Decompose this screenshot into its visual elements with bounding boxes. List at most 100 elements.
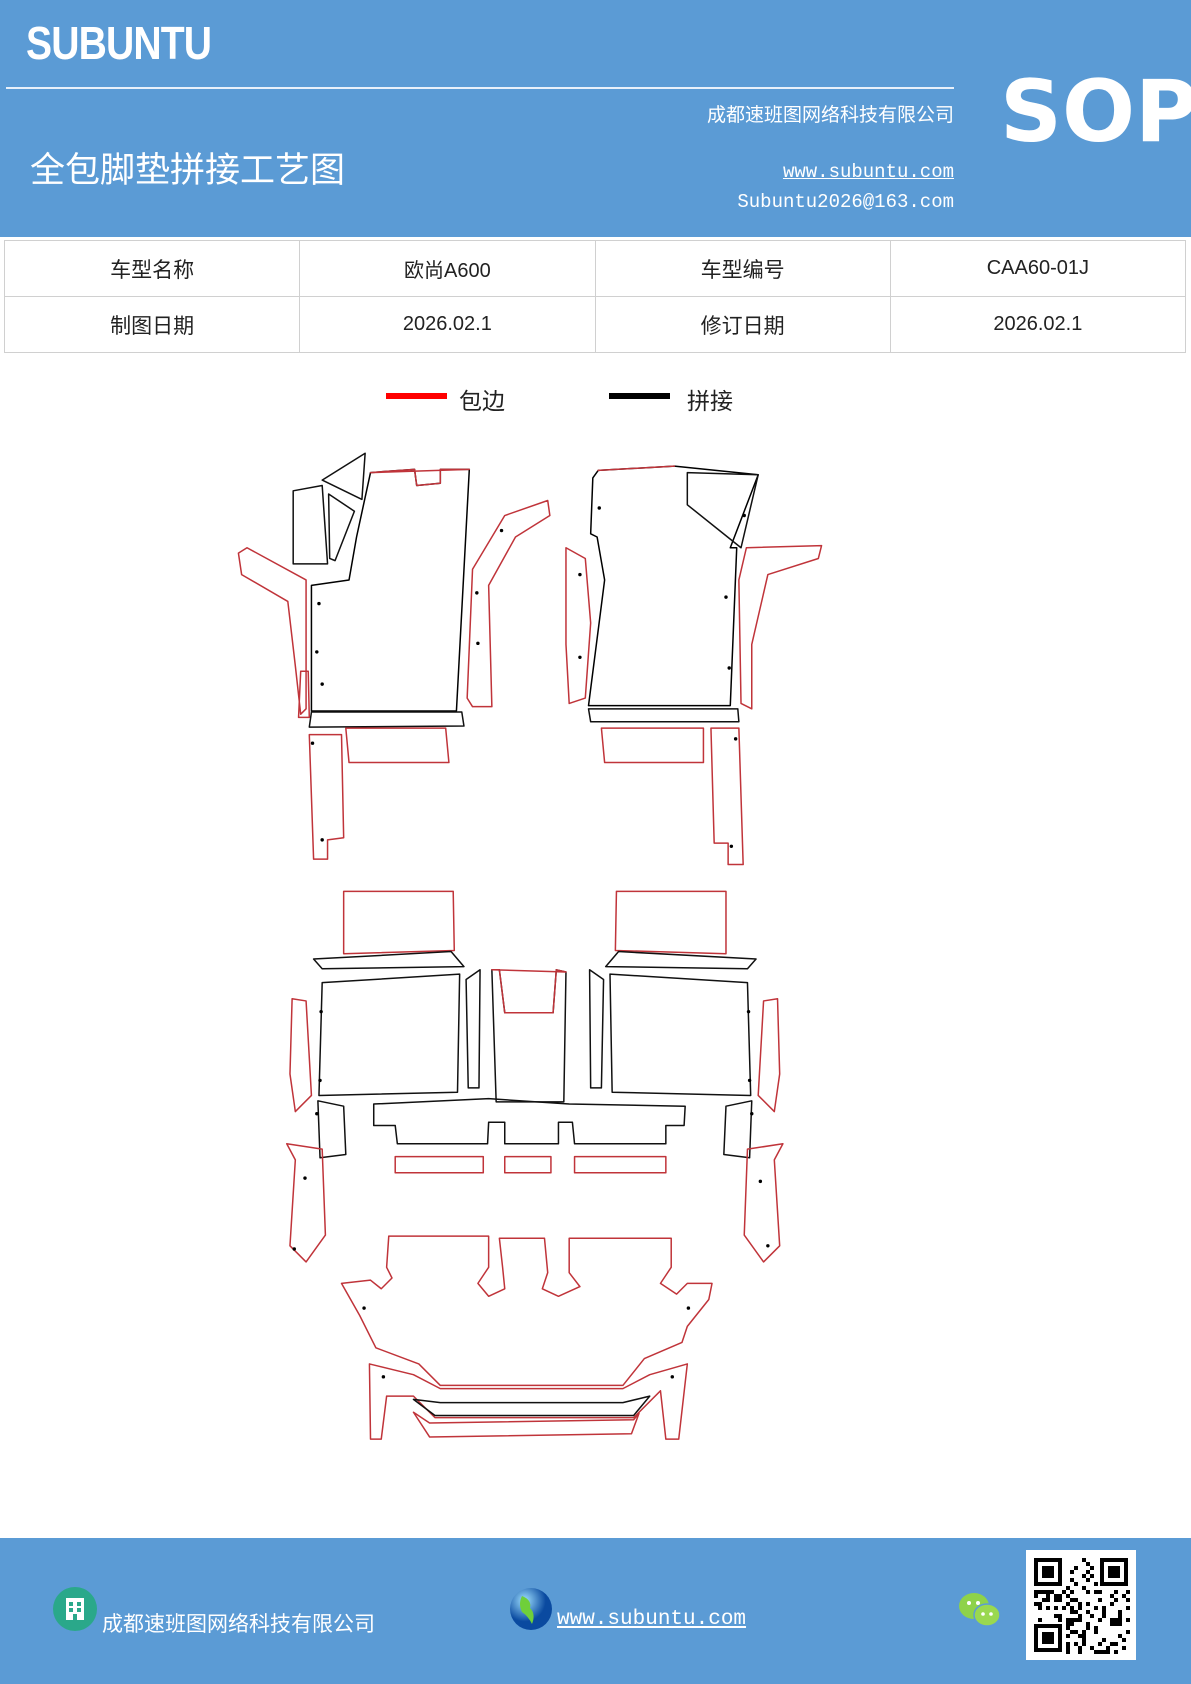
mark-dot [733, 737, 738, 741]
mat-second-center-band [372, 1097, 686, 1145]
mat-front-left-arc [466, 499, 551, 708]
mat-second-strip-1 [394, 1155, 485, 1174]
mat-front-left-small [297, 670, 311, 719]
header: SUBUNTU 成都速班图网络科技有限公司 全包脚垫拼接工艺图 www.subu… [0, 0, 1191, 237]
mat-front-left-panel [292, 484, 329, 565]
mark-dot [746, 1009, 751, 1014]
mat-second-right-lower [743, 1143, 784, 1263]
mat-second-right-side [757, 998, 781, 1113]
page-title: 全包脚垫拼接工艺图 [30, 151, 346, 191]
mark-dot [747, 1078, 752, 1083]
mat-second-right-band [604, 950, 757, 970]
building-icon [53, 1587, 97, 1631]
mark-dot [766, 1244, 770, 1248]
label-draw-date: 制图日期 [3, 296, 301, 353]
mat-front-right-side [738, 544, 823, 710]
sop-badge: SOP [1000, 62, 1191, 162]
mark-dot [670, 1375, 675, 1379]
mat-front-right-lower-strip [710, 727, 744, 866]
mat-front-right-main [587, 465, 759, 707]
mat-front-left-panel2 [327, 493, 356, 562]
footer-company: 成都速班图网络科技有限公司 [102, 1612, 375, 1636]
mark-dot [578, 655, 582, 660]
mat-third-row-main [340, 1235, 713, 1387]
mark-dot [315, 1111, 319, 1116]
mat-second-left-side [289, 998, 313, 1113]
header-company: 成都速班图网络科技有限公司 [706, 104, 954, 126]
value-draw-date: 2026.02.1 [299, 296, 596, 353]
header-website-link[interactable]: www.subuntu.com [782, 161, 954, 183]
mat-front-left-lower [345, 727, 450, 764]
header-email: Subuntu2026@163.com [737, 191, 954, 213]
mat-front-left-side [237, 546, 307, 715]
mat-second-left-thin [465, 969, 481, 1089]
logo: SUBUNTU [26, 17, 212, 69]
mark-dot [499, 528, 504, 533]
mark-dot [362, 1306, 366, 1310]
mark-dot [476, 641, 480, 646]
footer-website-link[interactable]: www.subuntu.com [557, 1608, 747, 1631]
qr-code [1026, 1550, 1136, 1660]
mat-front-left-main-edge [369, 468, 471, 487]
label-model-name: 车型名称 [3, 240, 301, 297]
mark-dot [319, 1009, 323, 1014]
mat-trunk-inner [412, 1411, 640, 1438]
mat-second-strip-3 [573, 1155, 667, 1174]
mat-front-left-main [310, 468, 471, 712]
mat-second-left-seat [318, 973, 461, 1097]
mat-front-right-band [587, 708, 740, 723]
legend-swatch-splice [609, 393, 670, 399]
mark-dot [742, 513, 746, 518]
header-divider [6, 87, 954, 89]
label-model-code: 车型编号 [594, 240, 891, 297]
mat-second-left-top [342, 890, 456, 955]
mark-dot [578, 572, 582, 577]
legend-label-binding: 包边 [459, 389, 505, 415]
legend-swatch-binding [386, 393, 447, 399]
mat-second-right-seat [609, 973, 752, 1097]
mark-dot [303, 1176, 307, 1180]
mark-dot [381, 1375, 386, 1379]
mat-second-right-piece [723, 1100, 753, 1159]
mat-front-right-main-edge [597, 465, 676, 472]
table-row: 制图日期 2026.02.1 修订日期 2026.02.1 [3, 296, 1187, 353]
mark-dot [317, 601, 321, 606]
mark-dot [724, 595, 728, 599]
mark-dot [597, 506, 601, 510]
value-model-name: 欧尚A600 [299, 240, 596, 297]
info-table: 车型名称 欧尚A600 车型编号 CAA60-01J 制图日期 2026.02.… [3, 240, 1187, 353]
mark-dot [310, 741, 315, 745]
mat-second-strip-2 [504, 1155, 552, 1174]
mat-trunk-outer [368, 1363, 689, 1440]
mark-dot [727, 666, 731, 670]
mark-dot [320, 682, 324, 686]
mat-front-left-lower-strip [308, 733, 345, 860]
mark-dot [315, 650, 319, 654]
legend-label-splice: 拼接 [687, 389, 733, 415]
mat-front-left-band [308, 711, 465, 728]
mark-dot [729, 844, 734, 849]
mat-second-center-tunnel-edge [491, 969, 567, 1014]
footer: 成都速班图网络科技有限公司 www.subuntu.com [0, 1538, 1191, 1684]
mark-dot [292, 1247, 296, 1251]
mat-front-right-lower [600, 727, 705, 764]
mark-dot [320, 838, 324, 842]
mat-second-left-band [312, 950, 465, 970]
mat-second-left-lower [285, 1143, 327, 1263]
mat-second-right-top [614, 890, 727, 955]
mat-second-left-piece [317, 1100, 347, 1159]
wechat-icon [959, 1593, 1001, 1627]
mark-dot [758, 1179, 763, 1184]
mark-dot [750, 1111, 754, 1116]
mark-dot [686, 1306, 691, 1310]
mat-trunk-band [412, 1395, 651, 1417]
globe-icon [510, 1588, 552, 1630]
mat-front-left-wedge [321, 452, 366, 501]
mark-dot [318, 1078, 322, 1083]
mark-dot [475, 591, 479, 595]
mat-second-right-thin [588, 969, 605, 1089]
label-revise-date: 修订日期 [594, 296, 891, 353]
mat-front-right-wedge [686, 471, 759, 549]
value-revise-date: 2026.02.1 [889, 296, 1187, 353]
